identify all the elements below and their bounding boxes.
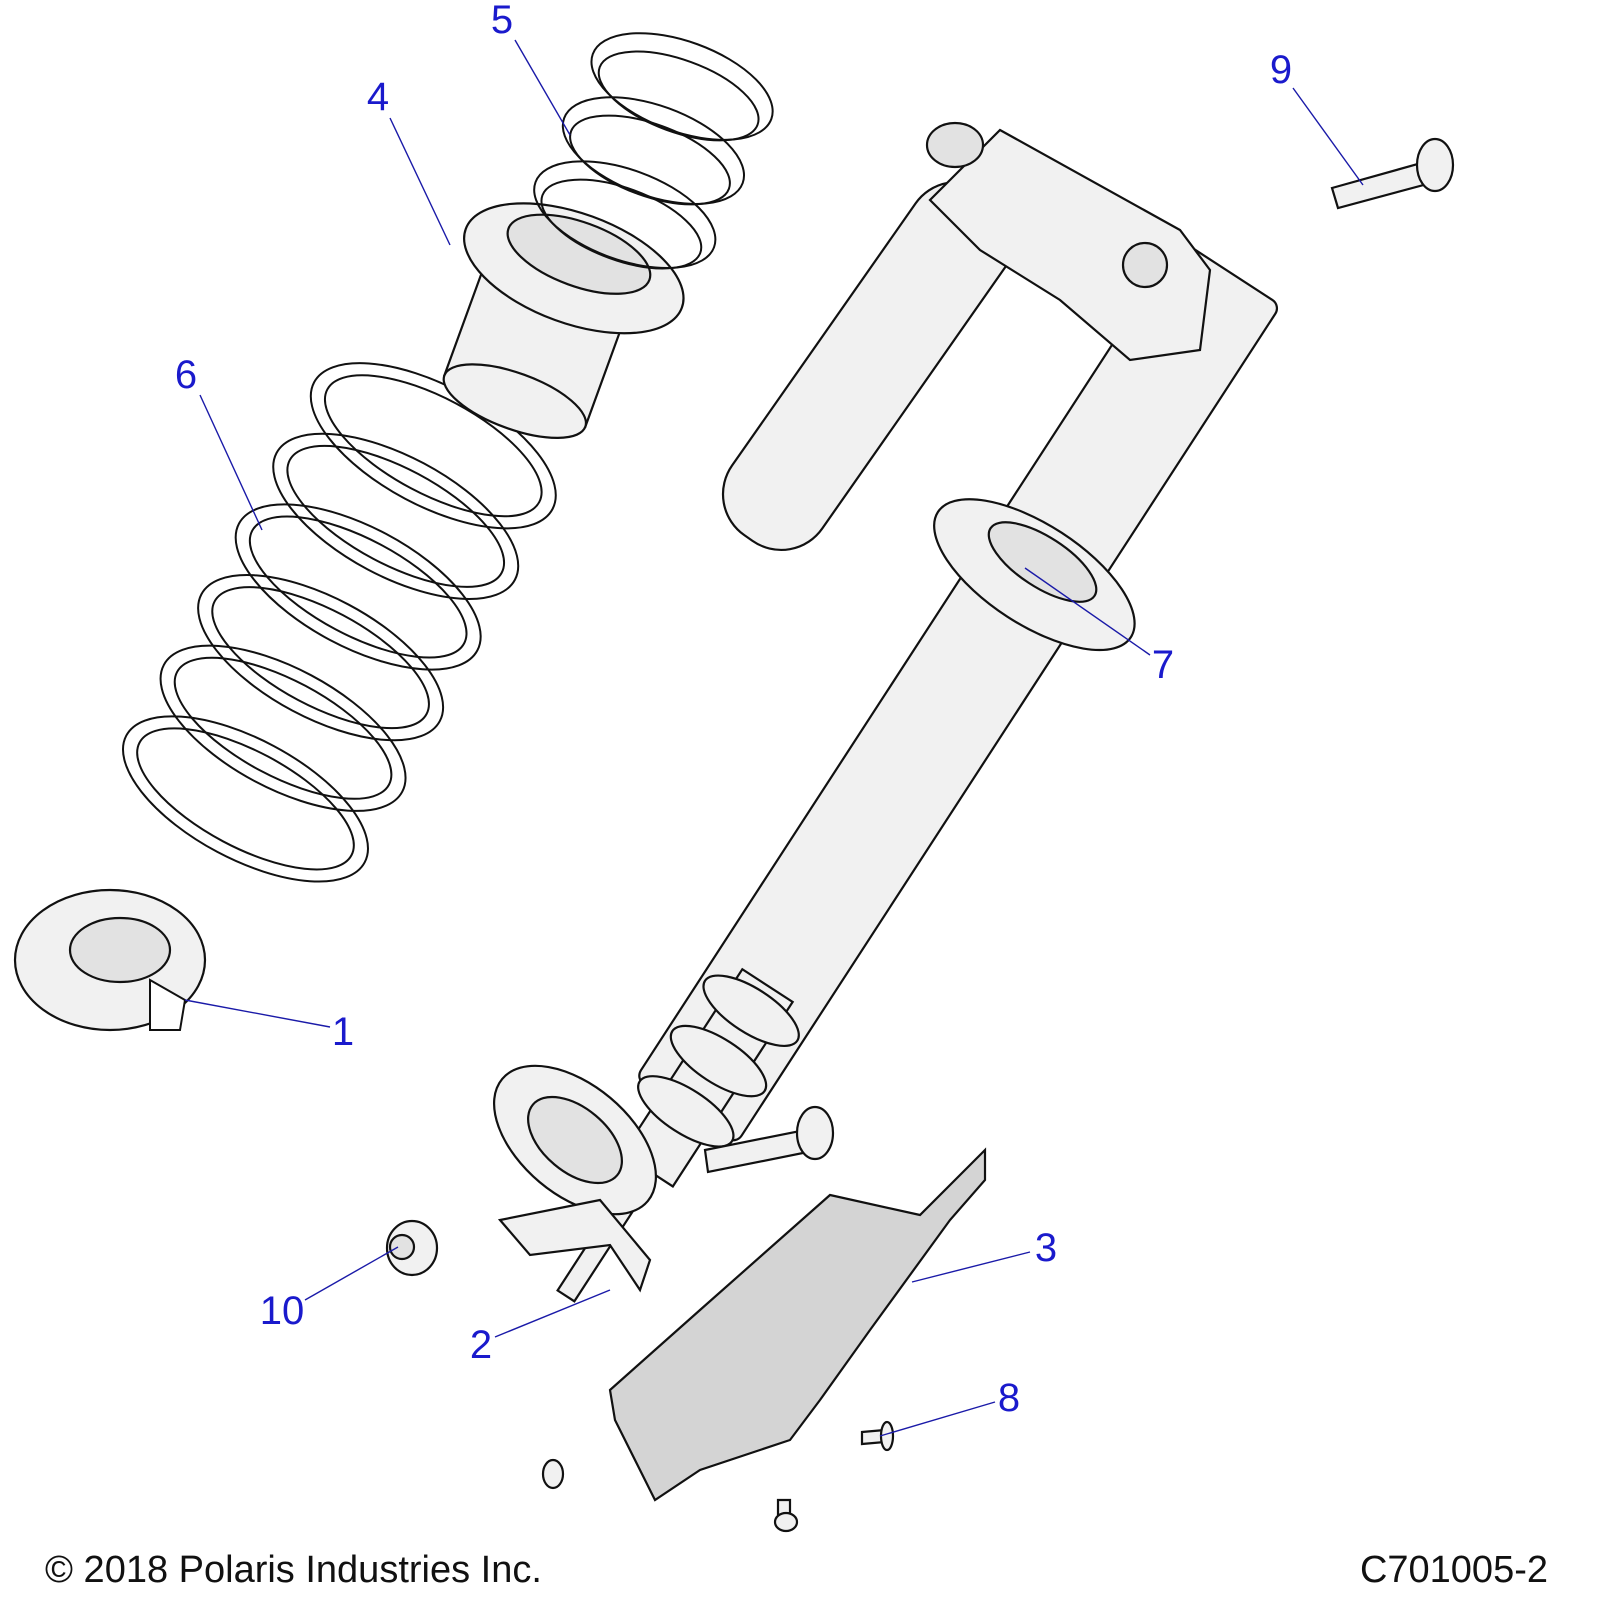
guard-screws	[541, 1420, 895, 1533]
spring-seat-lower	[13, 888, 207, 1032]
callout-10[interactable]: 10	[259, 1289, 305, 1333]
leader-8	[879, 1401, 996, 1437]
leader-4	[389, 117, 451, 246]
leader-3	[911, 1251, 1031, 1283]
flange-nut	[385, 1219, 439, 1277]
spring-lower	[122, 362, 557, 883]
lower-bolt	[703, 1105, 835, 1174]
upper-bolt	[1330, 137, 1455, 210]
callout-1[interactable]: 1	[331, 1010, 355, 1054]
copyright-text: © 2018 Polaris Industries Inc.	[45, 1549, 542, 1591]
shock-absorber	[556, 121, 1279, 1303]
callout-3[interactable]: 3	[1034, 1226, 1058, 1270]
shock-guard	[608, 1147, 987, 1502]
leader-2	[494, 1289, 611, 1338]
callout-2[interactable]: 2	[469, 1323, 493, 1367]
leader-10	[304, 1246, 399, 1301]
shock-mount-bracket	[492, 1064, 658, 1293]
spring-upper	[533, 32, 774, 270]
leader-7	[1024, 567, 1151, 656]
callout-4[interactable]: 4	[366, 75, 390, 119]
leader-1	[184, 999, 331, 1028]
callout-7[interactable]: 7	[1151, 643, 1175, 687]
callout-5[interactable]: 5	[490, 0, 514, 42]
leader-5	[514, 39, 571, 136]
leader-9	[1292, 87, 1364, 186]
callout-9[interactable]: 9	[1269, 48, 1293, 92]
callout-6[interactable]: 6	[174, 353, 198, 397]
callout-8[interactable]: 8	[997, 1376, 1021, 1420]
leader-6	[199, 394, 263, 531]
diagram-id: C701005-2	[1359, 1549, 1548, 1591]
spring-adapter	[442, 202, 685, 439]
